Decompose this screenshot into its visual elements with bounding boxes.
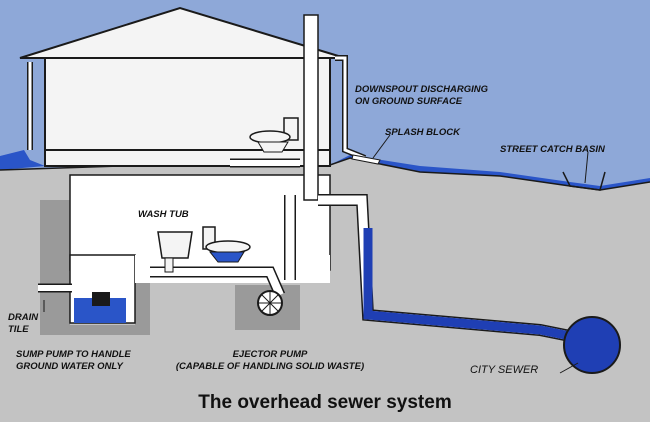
- basement-toilet-bowl: [205, 240, 251, 254]
- vent-stack: [303, 14, 319, 201]
- gravel-left: [40, 200, 150, 335]
- label-drain-tile-line2: TILE: [8, 324, 29, 335]
- label-sump-pump-line1: SUMP PUMP TO HANDLE: [16, 349, 131, 360]
- label-street-catch-basin: STREET CATCH BASIN: [500, 144, 605, 155]
- leader-city-sewer: [559, 362, 579, 374]
- label-downspout-line1: DOWNSPOUT DISCHARGING: [355, 84, 488, 95]
- splash-block: [351, 154, 381, 165]
- leader-catch-basin: [584, 151, 589, 184]
- label-downspout: DOWNSPOUT DISCHARGING ON GROUND SURFACE: [355, 84, 488, 108]
- street-catch-basin: [562, 171, 606, 191]
- label-ejector-pump-line1: EJECTOR PUMP: [232, 349, 308, 360]
- label-drain-tile: DRAIN TILE: [8, 312, 38, 336]
- ejector-impeller: [258, 291, 282, 315]
- wash-tub-leg: [164, 257, 174, 273]
- label-wash-tub: WASH TUB: [138, 209, 189, 220]
- upper-toilet-base: [257, 141, 289, 153]
- label-downspout-line2: ON GROUND SURFACE: [355, 96, 463, 107]
- floor-drain: [150, 268, 284, 297]
- label-sump-pump-line2: GROUND WATER ONLY: [16, 361, 123, 372]
- surface-water-left: [0, 150, 45, 170]
- wash-tub: [157, 231, 193, 259]
- sump-pump: [92, 292, 110, 306]
- label-drain-tile-line1: DRAIN: [8, 312, 39, 323]
- downspout-right-inner: [335, 56, 366, 160]
- label-sump-pump: SUMP PUMP TO HANDLE GROUND WATER ONLY: [16, 349, 131, 373]
- surface-water-right: [330, 155, 650, 190]
- label-city-sewer: CITY SEWER: [470, 364, 539, 376]
- city-sewer-main: [563, 316, 621, 374]
- label-splash-block: SPLASH BLOCK: [385, 127, 460, 138]
- label-ejector-pump: EJECTOR PUMP (CAPABLE OF HANDLING SOLID …: [170, 349, 370, 373]
- upper-toilet-bowl: [249, 130, 291, 144]
- leader-splash: [372, 134, 391, 159]
- label-ejector-pump-line2: (CAPABLE OF HANDLING SOLID WASTE): [175, 361, 365, 372]
- basement-toilet-base: [208, 251, 245, 263]
- diagram-caption: The overhead sewer system: [198, 392, 452, 413]
